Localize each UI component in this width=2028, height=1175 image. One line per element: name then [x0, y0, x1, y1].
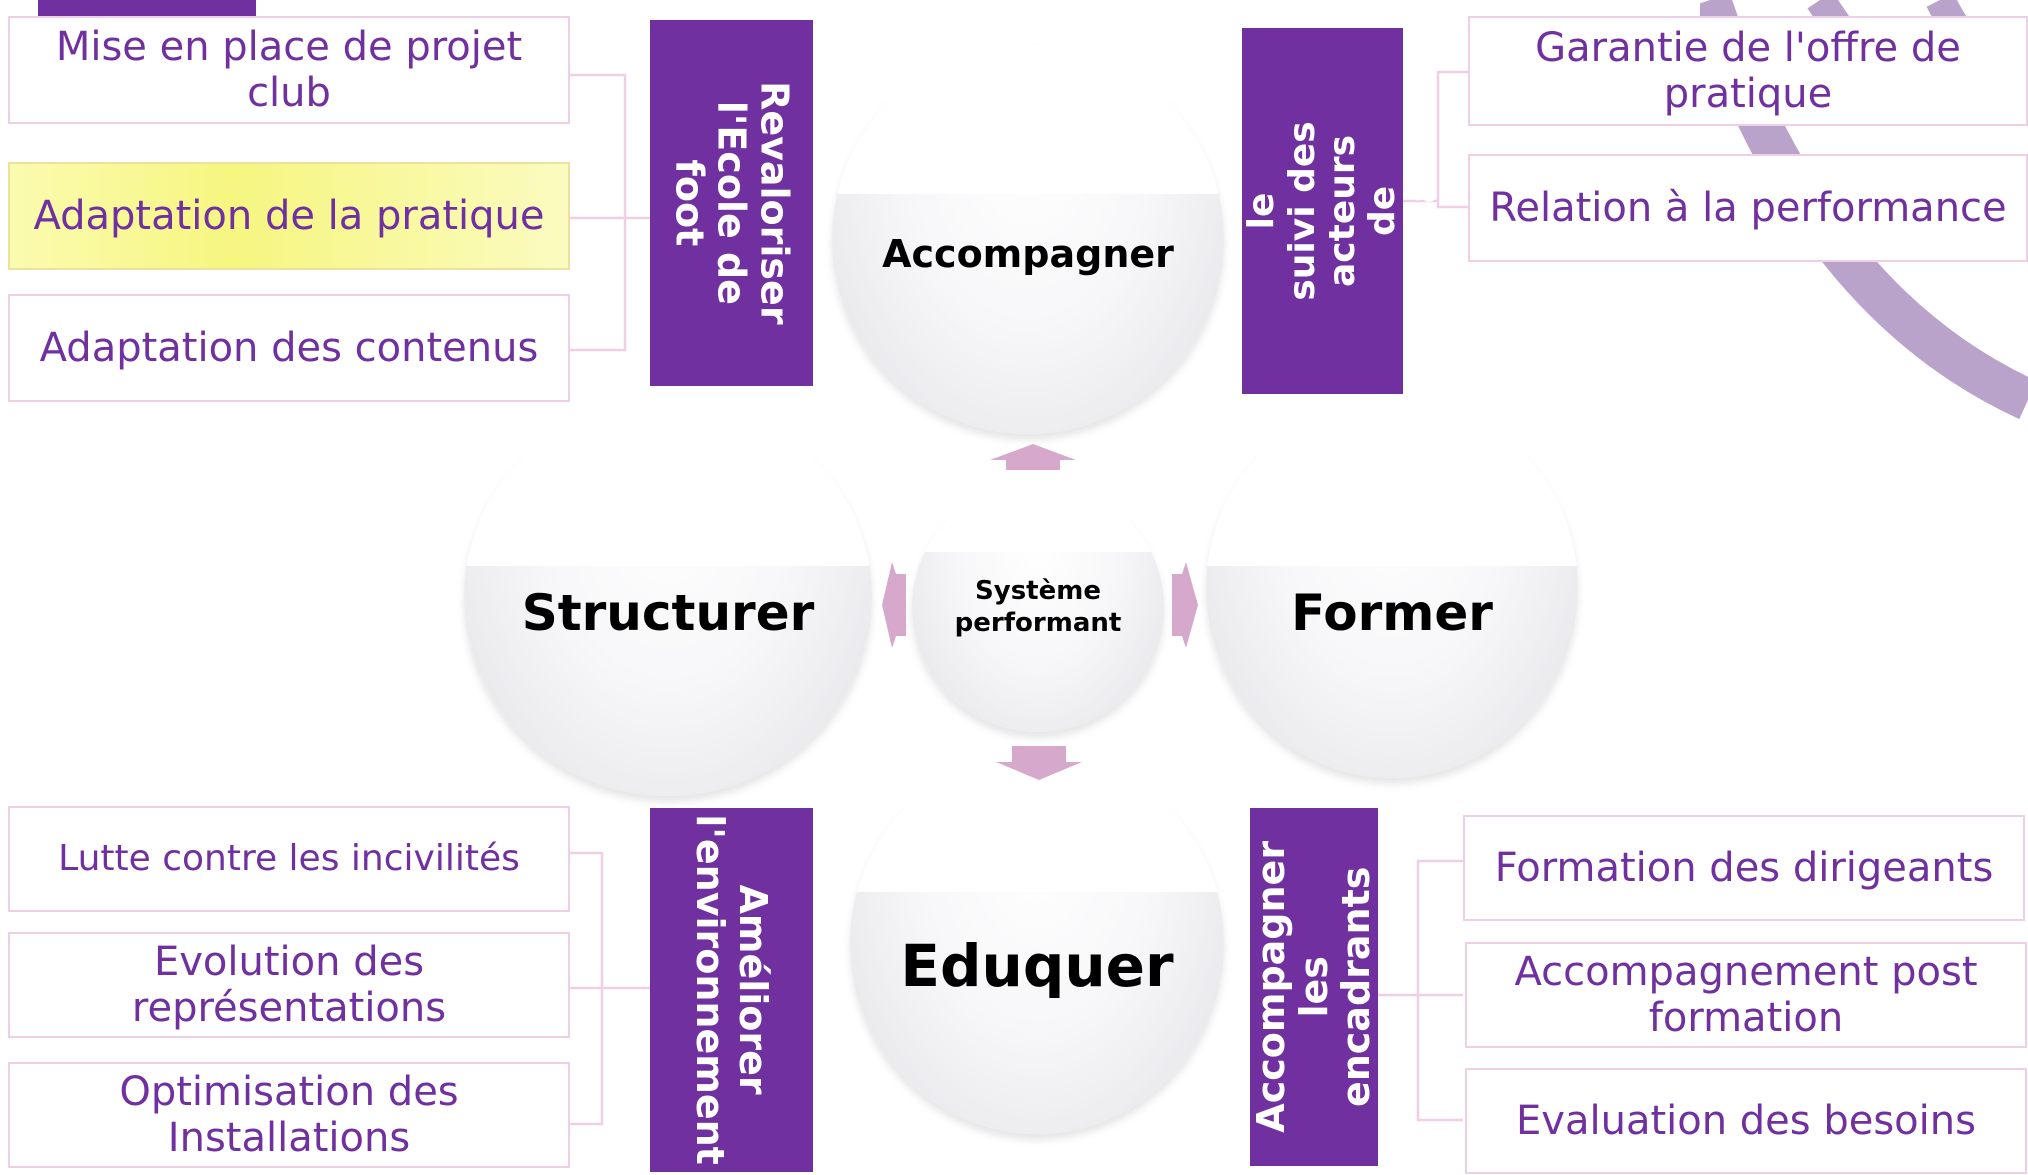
- leaf-label: Lutte contre les incivilités: [58, 838, 520, 880]
- banner-label: Revaloriser l'Ecole de foot: [667, 81, 797, 325]
- leaf-relation-performance: Relation à la performance: [1468, 154, 2028, 262]
- leaf-label: Garantie de l'offre de pratique: [1535, 25, 1961, 117]
- leaf-garantie-offre: Garantie de l'offre de pratique: [1468, 16, 2028, 126]
- banner-label: Accompagner les encadrants: [1249, 841, 1379, 1133]
- leaf-label: Evolution des représentations: [131, 939, 447, 1031]
- decorative-bar: [38, 0, 256, 16]
- banner-label: Optimiser le suivi des acteurs de terrai…: [1201, 111, 1444, 310]
- arrow-up-icon: [990, 444, 1076, 470]
- banner-accompagner-encadrants: Accompagner les encadrants: [1249, 808, 1379, 1166]
- banner-optimiser-suivi: Optimiser le suivi des acteurs de terrai…: [1201, 28, 1443, 394]
- banner-ameliorer-environnement: Améliorer l'environnement: [650, 808, 813, 1172]
- leaf-incivilites: Lutte contre les incivilités: [8, 806, 570, 912]
- arrow-left-icon: [882, 562, 906, 648]
- leaf-label: Adaptation de la pratique: [33, 193, 545, 239]
- node-systeme-performant: [912, 482, 1164, 732]
- arrow-right-icon: [1172, 562, 1198, 648]
- leaf-accompagnement-post-formation: Accompagnement post formation: [1465, 942, 2027, 1048]
- node-accompagner-label: Accompagner: [882, 232, 1174, 276]
- leaf-representations: Evolution des représentations: [8, 932, 570, 1038]
- banner-label: Améliorer l'environnement: [688, 814, 776, 1166]
- leaf-label: Formation des dirigeants: [1494, 845, 1994, 891]
- leaf-projet-club: Mise en place de projet club: [8, 16, 570, 124]
- leaf-label: Evaluation des besoins: [1516, 1098, 1976, 1144]
- leaf-label: Mise en place de projet club: [55, 24, 523, 116]
- leaf-installations: Optimisation des Installations: [8, 1062, 570, 1168]
- node-former: [1206, 398, 1578, 778]
- arrow-down-icon: [996, 746, 1082, 780]
- center-label-line2: performant: [954, 608, 1122, 638]
- leaf-label: Relation à la performance: [1489, 185, 2007, 231]
- node-former-label: Former: [1291, 584, 1493, 642]
- node-eduquer: [850, 752, 1224, 1134]
- center-label-line1: Système: [975, 576, 1101, 606]
- node-eduquer-label: Eduquer: [900, 932, 1174, 1000]
- node-structurer: [464, 398, 872, 796]
- node-accompagner: [832, 44, 1224, 434]
- leaf-adaptation-pratique: Adaptation de la pratique: [8, 162, 570, 270]
- leaf-formation-dirigeants: Formation des dirigeants: [1463, 815, 2025, 921]
- leaf-label: Accompagnement post formation: [1514, 949, 1978, 1041]
- leaf-adaptation-contenus: Adaptation des contenus: [8, 294, 570, 402]
- leaf-evaluation-besoins: Evaluation des besoins: [1465, 1068, 2027, 1174]
- leaf-label: Adaptation des contenus: [39, 325, 539, 371]
- node-structurer-label: Structurer: [521, 584, 815, 642]
- banner-revaloriser-ecole: Revaloriser l'Ecole de foot: [650, 20, 813, 386]
- leaf-label: Optimisation des Installations: [119, 1069, 459, 1161]
